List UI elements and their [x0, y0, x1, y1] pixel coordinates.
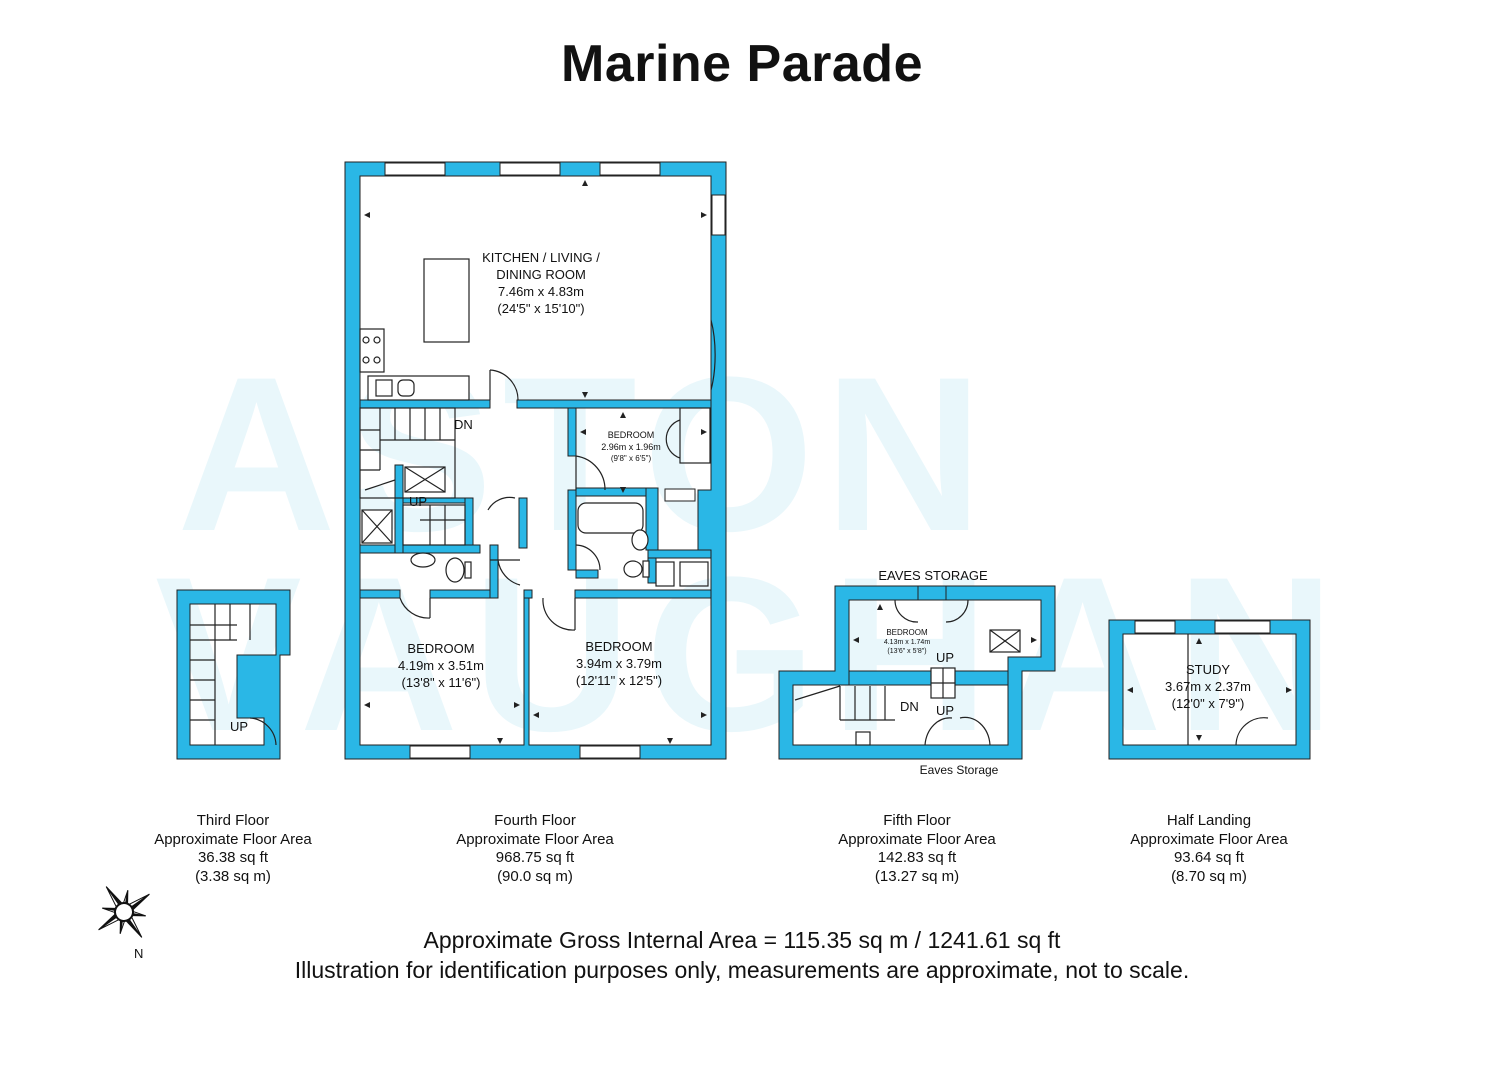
bedroom-small-name: BEDROOM: [608, 430, 655, 440]
stair-up-fifth-bottom: UP: [936, 703, 954, 718]
bedroom-fifth-name: BEDROOM: [886, 628, 928, 637]
floor-area-sqft: 36.38 sq ft: [197, 849, 269, 866]
floor-area-sqm: (8.70 sq m): [1171, 867, 1247, 885]
study-imperial: (12'0" x 7'9"): [1172, 696, 1245, 711]
stair-up-third: UP: [230, 719, 248, 734]
floor-area-label: Approximate Floor Area: [1130, 830, 1288, 848]
bedroom-small-metric: 2.96m x 1.96m: [601, 442, 661, 452]
bedroom-left-imperial: (13'8" x 11'6"): [402, 675, 481, 690]
page-title: Marine Parade: [561, 35, 923, 93]
floor-name: Half Landing: [1166, 812, 1252, 829]
eaves-storage-bottom: Eaves Storage: [920, 763, 999, 777]
study-metric: 3.67m x 2.37m: [1165, 679, 1251, 694]
bedroom-small-imperial: (9'8" x 6'5"): [611, 454, 652, 463]
stair-dn-fifth: DN: [900, 699, 919, 714]
floor-area-label: Approximate Floor Area: [838, 830, 996, 848]
watermark-line-2: VAUGHAN: [155, 531, 1349, 777]
study-name: STUDY: [1186, 662, 1230, 677]
floor-caption-fourth: Fourth Floor Approximate Floor Area 968.…: [415, 812, 655, 886]
floor-caption-fifth: Fifth Floor Approximate Floor Area 142.8…: [797, 812, 1037, 886]
floor-area-sqft: 93.64 sq ft: [1173, 849, 1245, 866]
kitchen-metric: 7.46m x 4.83m: [498, 284, 584, 299]
kitchen-name-1: KITCHEN / LIVING /: [482, 250, 600, 265]
floor-area-sqft: 968.75 sq ft: [495, 849, 575, 866]
bedroom-fifth-metric: 4.13m x 1.74m: [884, 639, 930, 646]
bedroom-left-name: BEDROOM: [407, 641, 474, 656]
floor-name: Fifth Floor: [883, 812, 951, 829]
bedroom-left-metric: 4.19m x 3.51m: [398, 658, 484, 673]
floor-caption-half-landing: Half Landing Approximate Floor Area 93.6…: [1089, 812, 1329, 886]
gross-internal-area: Approximate Gross Internal Area = 115.35…: [423, 927, 1061, 953]
floor-name: Fourth Floor: [494, 812, 576, 829]
floor-area-sqm: (90.0 sq m): [497, 867, 573, 885]
disclaimer-text: Illustration for identification purposes…: [294, 957, 1190, 983]
stair-up-fourth: UP: [409, 494, 427, 509]
watermark-line-1: ASTON: [177, 331, 993, 577]
floor-area-sqm: (13.27 sq m): [874, 867, 960, 885]
fifth-floor-walls: [778, 585, 1056, 760]
kitchen-name-2: DINING ROOM: [496, 267, 586, 282]
bedroom-right-name: BEDROOM: [585, 639, 652, 654]
stair-up-fifth-top: UP: [936, 650, 954, 665]
floor-area-label: Approximate Floor Area: [456, 830, 614, 848]
floor-name: Third Floor: [196, 812, 270, 829]
compass-north-label: N: [134, 946, 144, 961]
kitchen-imperial: (24'5" x 15'10"): [497, 301, 584, 316]
half-landing-walls: [1108, 619, 1311, 760]
eaves-storage-top: EAVES STORAGE: [878, 568, 988, 583]
floor-area-sqm: (3.38 sq m): [195, 867, 271, 885]
compass-rose-icon: [98, 886, 150, 938]
bedroom-right-metric: 3.94m x 3.79m: [576, 656, 662, 671]
stair-dn-fourth: DN: [454, 417, 473, 432]
floor-area-label: Approximate Floor Area: [154, 830, 312, 848]
floor-area-sqft: 142.83 sq ft: [877, 849, 957, 866]
floor-caption-third: Third Floor Approximate Floor Area 36.38…: [113, 812, 353, 886]
fourth-floor-walls: [344, 161, 727, 760]
bedroom-fifth-imperial: (13'6" x 5'8"): [887, 648, 926, 655]
bedroom-right-imperial: (12'11" x 12'5"): [576, 673, 662, 688]
